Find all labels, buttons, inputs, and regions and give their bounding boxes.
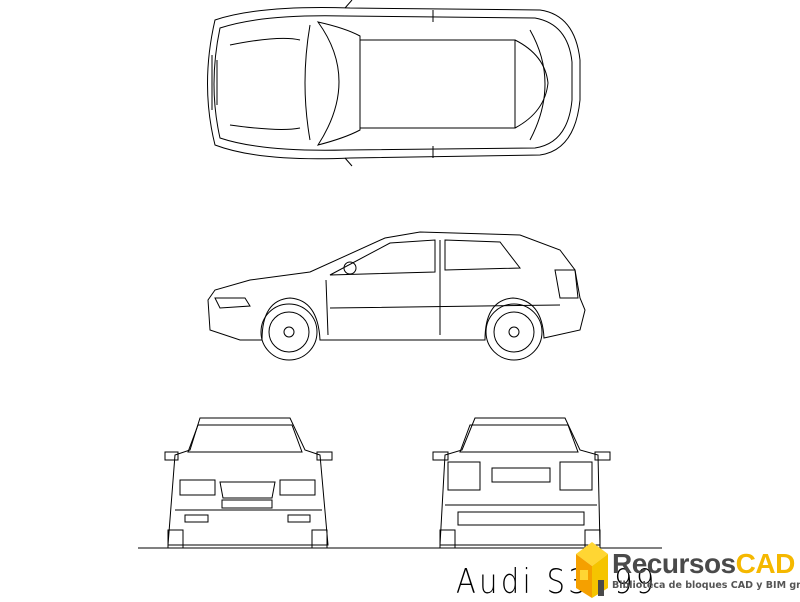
logo-brand-2: CAD bbox=[735, 548, 796, 579]
drawing-title: Audi S3 '99 bbox=[456, 562, 658, 602]
logo-brand-1: Recursos bbox=[612, 548, 736, 579]
recursoscad-logo[interactable]: RecursosCAD Biblioteca de bloques CAD y … bbox=[572, 540, 800, 600]
car-side-view bbox=[207, 231, 586, 361]
logo-tagline: Biblioteca de bloques CAD y BIM gratuita bbox=[612, 580, 800, 591]
logo-text: RecursosCAD bbox=[612, 548, 795, 580]
car-top-view bbox=[207, 0, 581, 167]
car-front-view bbox=[164, 417, 333, 549]
logo-house-icon bbox=[576, 542, 608, 598]
car-rear-view bbox=[432, 417, 611, 549]
